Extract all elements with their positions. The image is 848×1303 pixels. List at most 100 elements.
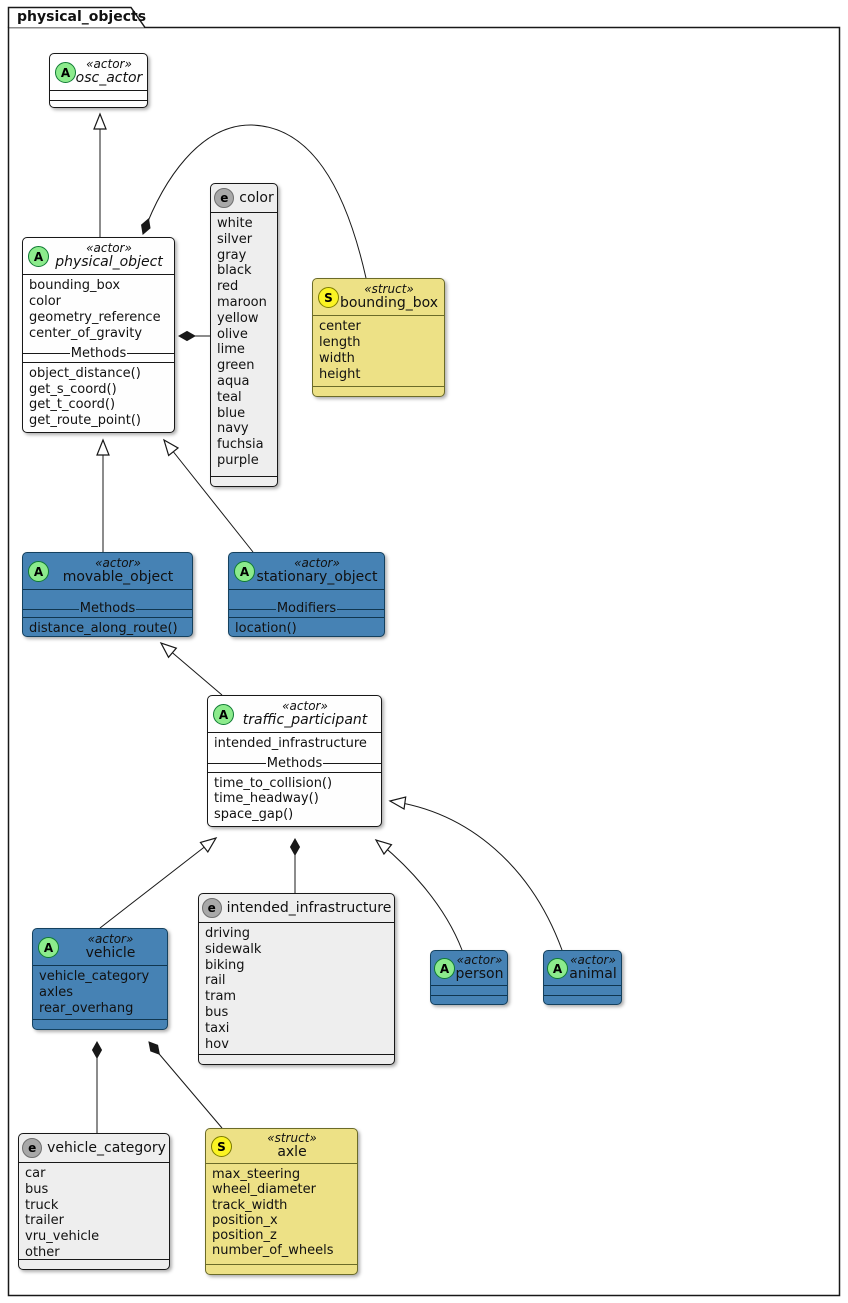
empty-compartment xyxy=(199,1054,394,1064)
attributes: center length width height xyxy=(313,315,444,386)
package-frame xyxy=(7,26,841,1297)
attribute: rear_overhang xyxy=(39,1000,134,1016)
empty-methods-compartment xyxy=(50,100,147,107)
attribute: axles xyxy=(39,984,74,1000)
enum-value: biking xyxy=(205,957,245,973)
attribute: vehicle_category xyxy=(39,969,150,985)
enum-value: driving xyxy=(205,926,251,941)
empty-compartment xyxy=(313,386,444,396)
enum-value: black xyxy=(217,263,252,279)
method: space_gap() xyxy=(214,807,294,823)
method: get_s_coord() xyxy=(29,381,117,397)
class-name: traffic_participant xyxy=(242,712,368,729)
enum-value: maroon xyxy=(217,294,267,310)
actor-badge-icon: A xyxy=(28,246,49,268)
attribute: center_of_gravity xyxy=(29,325,143,341)
class-name: stationary_object xyxy=(256,569,378,586)
attribute: color xyxy=(29,293,62,309)
method: location() xyxy=(235,621,297,637)
enum-value: yellow xyxy=(217,310,259,326)
empty-compartment xyxy=(19,1259,169,1269)
enum-value: red xyxy=(217,279,239,295)
enum-value: teal xyxy=(217,389,242,405)
class-traffic-participant: A «actor» traffic_participant intended_i… xyxy=(207,695,382,827)
class-movable-object: A «actor» movable_object Methods distanc… xyxy=(22,552,193,637)
enum-value: gray xyxy=(217,247,247,263)
method: get_t_coord() xyxy=(29,397,116,413)
actor-badge-icon: A xyxy=(234,561,255,583)
stereotype: «actor» xyxy=(95,556,141,570)
method: distance_along_route() xyxy=(29,621,178,637)
class-person: A «actor» person xyxy=(430,950,508,1005)
attribute: geometry_reference xyxy=(29,309,161,325)
attributes: intended_infrastructure xyxy=(208,732,381,757)
attribute: length xyxy=(319,334,361,350)
attribute: wheel_diameter xyxy=(212,1182,316,1198)
enum-value: bus xyxy=(205,1004,229,1020)
enum-value: bus xyxy=(25,1181,49,1197)
method: get_route_point() xyxy=(29,413,141,429)
methods-divider: Methods xyxy=(23,346,174,363)
enum-value: sidewalk xyxy=(205,941,262,957)
class-name: bounding_box xyxy=(339,295,439,312)
empty-compartment xyxy=(211,476,277,486)
enum-value: vru_vehicle xyxy=(25,1229,100,1245)
empty-compartment xyxy=(206,1264,357,1274)
class-name: person xyxy=(455,966,504,983)
enum-value: rail xyxy=(205,973,226,989)
class-animal: A «actor» animal xyxy=(543,950,622,1005)
edge-traffic_participant-to-movable_object xyxy=(159,641,223,696)
enum-values: white silver gray black red maroon yello… xyxy=(211,212,277,476)
enum-value: purple xyxy=(217,452,259,468)
empty-compartment xyxy=(33,1019,167,1029)
attribute: bounding_box xyxy=(29,278,121,294)
methods: location() xyxy=(229,618,384,637)
class-physical-object: A «actor» physical_object bounding_box c… xyxy=(22,237,175,433)
edge-animal-to-traffic_participant xyxy=(388,796,563,951)
methods: time_to_collision() time_headway() space… xyxy=(208,773,381,826)
attribute: center xyxy=(319,319,361,335)
enum-vehicle-category: e vehicle_category car bus truck trailer… xyxy=(18,1133,170,1270)
enum-value: trailer xyxy=(25,1213,64,1229)
struct-badge-icon: S xyxy=(318,287,339,309)
enum-badge-icon: e xyxy=(22,1138,43,1158)
enum-value: other xyxy=(25,1244,60,1259)
enum-value: white xyxy=(217,216,253,231)
enum-values: car bus truck trailer vru_vehicle other xyxy=(19,1162,169,1259)
class-name: vehicle xyxy=(85,945,136,962)
attributes: max_steering wheel_diameter track_width … xyxy=(206,1163,357,1264)
attribute: position_z xyxy=(212,1227,277,1243)
struct-badge-icon: S xyxy=(211,1136,232,1158)
methods-divider: Methods xyxy=(23,602,192,619)
actor-badge-icon: A xyxy=(38,937,59,959)
stereotype: «actor» xyxy=(570,953,616,967)
actor-badge-icon: A xyxy=(434,958,455,980)
stereotype: «actor» xyxy=(456,953,503,967)
class-name: animal xyxy=(569,966,617,983)
class-vehicle: A «actor» vehicle vehicle_category axles… xyxy=(32,928,168,1030)
enum-value: tram xyxy=(205,989,237,1005)
stereotype: «actor» xyxy=(87,932,134,946)
attribute: max_steering xyxy=(212,1167,301,1183)
attribute: track_width xyxy=(212,1197,288,1213)
enum-name: vehicle_category xyxy=(47,1140,166,1156)
stereotype: «actor» xyxy=(86,57,132,71)
enum-value: silver xyxy=(217,231,253,247)
stereotype: «struct» xyxy=(267,1131,317,1145)
class-name: axle xyxy=(277,1144,307,1161)
enum-value: truck xyxy=(25,1197,59,1213)
enum-badge-icon: e xyxy=(201,898,222,918)
stereotype: «actor» xyxy=(282,699,328,713)
methods: object_distance() get_s_coord() get_t_co… xyxy=(23,363,174,432)
empty-attributes-compartment xyxy=(50,90,147,100)
actor-badge-icon: A xyxy=(547,958,568,980)
method: time_headway() xyxy=(214,791,319,807)
methods: distance_along_route() xyxy=(23,618,192,637)
enum-value: olive xyxy=(217,326,248,342)
enum-value: lime xyxy=(217,342,245,358)
enum-value: aqua xyxy=(217,373,250,389)
attribute: height xyxy=(319,366,361,382)
enum-value: green xyxy=(217,358,255,374)
